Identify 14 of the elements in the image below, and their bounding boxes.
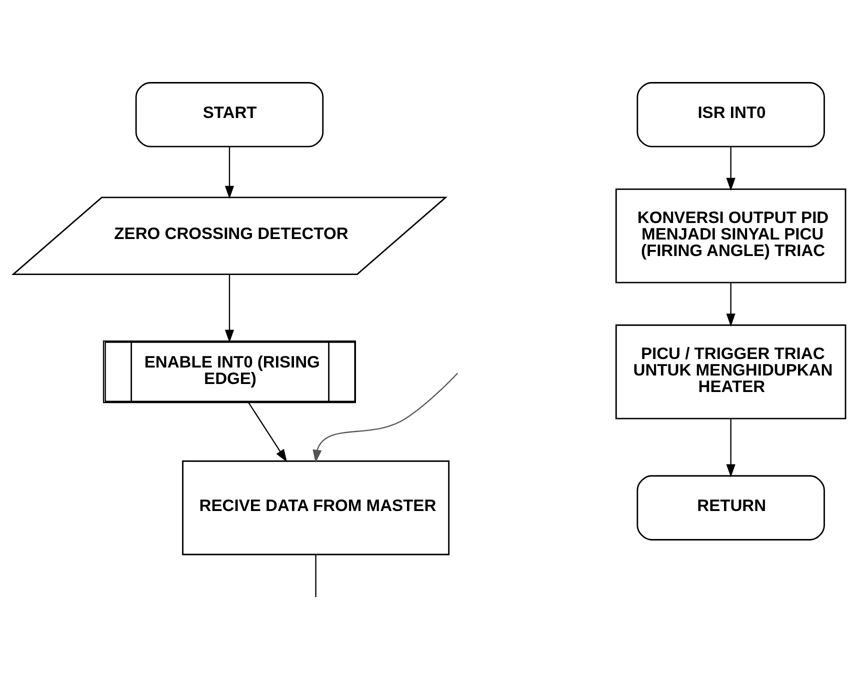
node-box: ISR INT0 bbox=[636, 82, 825, 148]
arrow bbox=[248, 402, 288, 462]
node-box: KONVERSI OUTPUT PID MENJADI SINYAL PICU (FIRING ANGLE) TRIAC bbox=[615, 188, 846, 284]
node-box: RETURN bbox=[636, 475, 825, 540]
arrow bbox=[726, 282, 736, 327]
arrow bbox=[726, 418, 736, 478]
node-box: PICU / TRIGGER TRIAC UNTUK MENGHIDUPKAN HEATER bbox=[615, 324, 846, 420]
node-box: RECIVE DATA FROM MASTER bbox=[182, 460, 450, 556]
arrow bbox=[224, 146, 234, 199]
node-box: START bbox=[135, 82, 324, 148]
connector bbox=[315, 554, 316, 598]
arrow bbox=[312, 372, 458, 463]
arrow bbox=[726, 146, 736, 191]
arrow bbox=[224, 274, 234, 343]
